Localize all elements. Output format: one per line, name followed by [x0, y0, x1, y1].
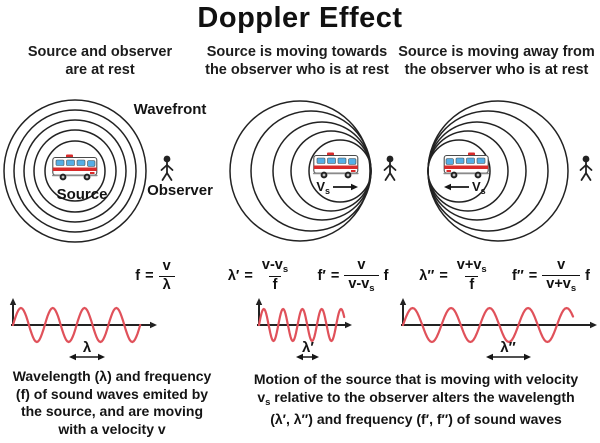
formula-lhs: λ′: [227, 268, 240, 284]
formula-away-frequency: f″ = v v+vs f: [504, 254, 598, 298]
sine-wave: [401, 306, 575, 344]
header-line: Source is moving away from: [398, 44, 595, 60]
caption-line: (λ′, λ″) and frequency (f′, f″) of sound…: [270, 411, 562, 427]
wave-plot-away: λ″: [399, 298, 597, 361]
caption-right: Motion of the source that is moving with…: [233, 371, 599, 429]
header-line: Source and observer: [27, 44, 173, 60]
sine-wave: [11, 306, 142, 344]
panel-header-moving-away: Source is moving away from the observer …: [394, 44, 599, 79]
wavelength-label: λ′: [302, 339, 314, 356]
observer-stick-figure-icon: [383, 154, 397, 181]
formula-towards-wavelength: λ′ = v-vs f: [213, 254, 307, 298]
formula-lhs: f″: [512, 268, 524, 284]
observer-stick-figure-icon: [579, 154, 593, 181]
ambulance-icon: [51, 153, 99, 181]
equals-sign: =: [528, 268, 538, 284]
panel-at-rest-wavefronts: Wavefront Source Observer: [3, 99, 213, 243]
ambulance-icon: [312, 151, 360, 179]
page-title: Doppler Effect: [197, 2, 403, 34]
header-line: Source is moving towards: [206, 44, 388, 60]
caption-left: Wavelength (λ) and frequency (f) of soun…: [4, 368, 220, 438]
fraction: v v-vs: [344, 258, 379, 293]
wavelength-label: λ: [83, 339, 92, 356]
wavefront-diagrams: Wavefront Source Observer Vs: [3, 99, 593, 243]
header-line: the observer who is at rest: [404, 61, 589, 78]
fraction: v+vs f: [456, 257, 487, 294]
caption-line: vs relative to the observer alters the w…: [257, 388, 575, 408]
equals-sign: =: [439, 268, 448, 284]
fraction: v v+vs: [542, 258, 581, 293]
header-line: the observer who is at rest: [205, 61, 389, 78]
formula-away-wavelength: λ″ = v+vs f: [408, 254, 502, 298]
fraction: v λ: [158, 259, 175, 292]
panel-header-at-rest: Source and observer are at rest: [2, 44, 198, 79]
observer-label: Observer: [147, 182, 213, 199]
formula-lhs: f′: [317, 268, 326, 284]
equals-sign: =: [145, 268, 154, 284]
wavelength-label: λ″: [500, 339, 516, 356]
ambulance-icon: [442, 151, 490, 179]
formula-suffix: f: [383, 268, 389, 284]
fraction: v-vs f: [261, 257, 289, 294]
caption-line: Motion of the source that is moving with…: [253, 371, 579, 387]
equals-sign: =: [330, 268, 340, 284]
wave-plot-rest: λ: [9, 298, 157, 361]
header-line: are at rest: [65, 61, 135, 78]
velocity-label: Vs: [472, 179, 486, 196]
wavefront-label: Wavefront: [134, 101, 207, 118]
caption-line: Wavelength (λ) and frequency: [12, 368, 212, 384]
equals-sign: =: [244, 268, 253, 284]
wave-plots: λ λ′ λ″: [9, 298, 597, 361]
velocity-label: Vs: [316, 179, 330, 196]
wave-plot-towards: λ′: [255, 298, 352, 361]
panel-moving-away-wavefronts: Vs: [427, 100, 593, 242]
caption-line: the source, and are moving: [20, 403, 204, 419]
panel-moving-towards-wavefronts: Vs: [229, 100, 397, 242]
caption-line: with a velocity v: [58, 420, 166, 437]
formula-rest-frequency: f = v λ: [115, 254, 195, 298]
caption-line: (f) of sound waves emited by: [15, 385, 209, 402]
sine-wave: [257, 307, 346, 343]
formula-towards-frequency: f′ = v v-vs f: [306, 254, 400, 298]
panel-header-moving-towards: Source is moving towards the observer wh…: [195, 44, 399, 79]
formula-lhs: f: [135, 268, 141, 284]
source-label: Source: [57, 186, 108, 203]
formula-suffix: f: [585, 268, 590, 284]
formula-lhs: λ″: [419, 268, 435, 284]
observer-stick-figure-icon: [160, 154, 174, 181]
